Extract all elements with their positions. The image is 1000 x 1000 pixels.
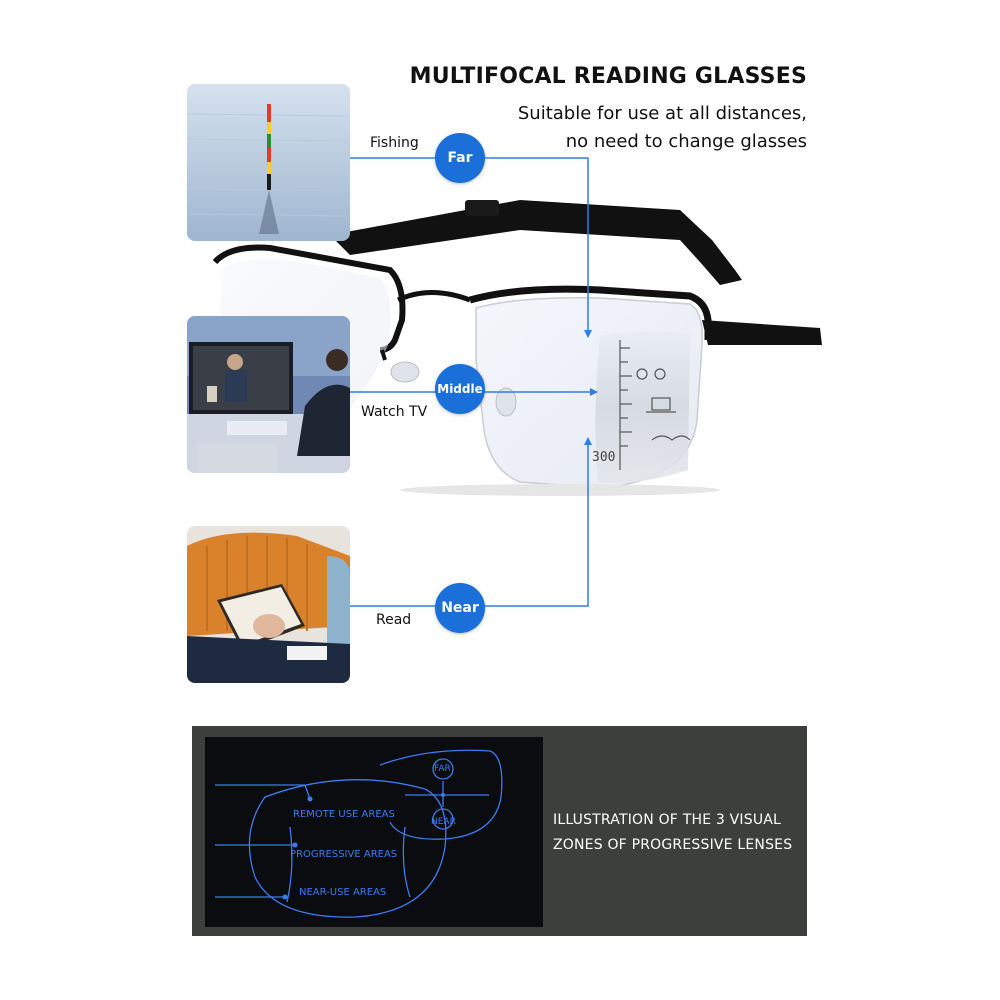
activity-label-read: Read [376,612,412,628]
lens-zones-diagram [205,737,543,927]
zone-badge-far: Far [435,133,485,183]
zone-badge-middle: Middle [435,364,485,414]
lens-scale-label: 300 [592,450,616,465]
diagram-caption-line-1: ILLUSTRATION OF THE 3 VISUAL [553,812,782,828]
progressive-areas-label: PROGRESSIVE AREAS [290,849,398,860]
activity-label-watch-tv: Watch TV [361,404,428,420]
reading-photo [187,526,350,683]
subtitle-line-2: no need to change glasses [565,131,807,152]
far-zone-label: FAR [434,764,451,774]
activity-label-fishing: Fishing [370,135,419,151]
diagram-caption-line-2: ZONES OF PROGRESSIVE LENSES [553,837,793,853]
near-zone-label: NEAR [431,817,456,827]
near-use-areas-label: NEAR-USE AREAS [299,887,387,898]
remote-use-areas-label: REMOTE USE AREAS [293,809,395,820]
subtitle-line-1: Suitable for use at all distances, [517,103,807,124]
watch-tv-photo [187,316,350,473]
fishing-photo [187,84,350,241]
zone-badge-near: Near [435,583,485,633]
page-title: MULTIFOCAL READING GLASSES [409,64,807,89]
zone-guide-lines [350,157,590,607]
